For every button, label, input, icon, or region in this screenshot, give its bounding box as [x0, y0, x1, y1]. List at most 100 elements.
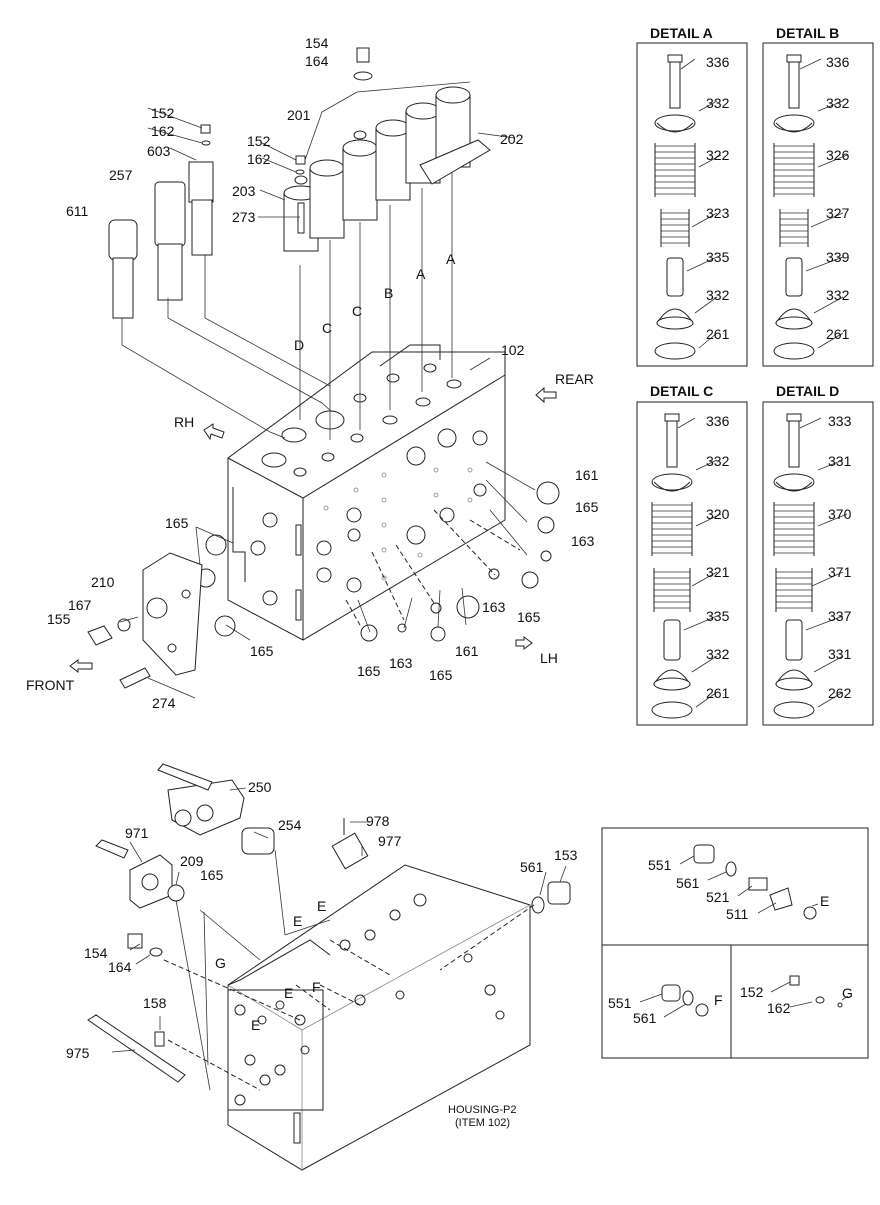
part-number: 978 — [366, 813, 390, 829]
part-number: 165 — [165, 515, 189, 531]
section-label: C — [352, 303, 362, 319]
section-label: B — [384, 285, 393, 301]
detail-d-parts — [773, 413, 848, 719]
housing-dashes — [163, 904, 535, 1091]
part-number: 370 — [828, 506, 852, 522]
part-number: 273 — [232, 209, 256, 225]
part-number: 153 — [554, 847, 578, 863]
ref-letter: G — [842, 985, 853, 1001]
part-number: 603 — [147, 143, 171, 159]
part-number: 332 — [706, 453, 730, 469]
part-number: 977 — [378, 833, 402, 849]
housing-caption-item: (ITEM 102) — [455, 1117, 510, 1129]
ref-letter: F — [714, 992, 723, 1008]
detail-c-labels: 336 332 320 321 335 332 261 — [706, 413, 730, 701]
part-number: 332 — [706, 646, 730, 662]
housing-labels: 250 254 971 209 165 978 977 561 153 154 … — [66, 779, 578, 1129]
detail-d-labels: 333 331 370 371 337 331 262 — [828, 413, 852, 701]
part-number: 261 — [706, 685, 730, 701]
part-number: 321 — [706, 564, 730, 580]
part-number: 336 — [826, 54, 850, 70]
detail-a-parts — [654, 54, 722, 360]
part-number: 332 — [826, 287, 850, 303]
part-number: 551 — [608, 995, 632, 1011]
housing-view: 250 254 971 209 165 978 977 561 153 154 … — [66, 763, 578, 1171]
section-label: C — [322, 320, 332, 336]
part-number: 165 — [575, 499, 599, 515]
part-number: 261 — [826, 326, 850, 342]
direction-arrows — [69, 386, 557, 673]
part-number: 167 — [68, 597, 92, 613]
part-number: 332 — [706, 287, 730, 303]
detail-b-frame — [762, 42, 874, 367]
part-number: 102 — [501, 342, 525, 358]
part-number: 561 — [676, 875, 700, 891]
part-number: 165 — [357, 663, 381, 679]
part-number: 163 — [389, 655, 413, 671]
detail-c-title: DETAIL C — [650, 383, 713, 399]
part-number: 262 — [828, 685, 852, 701]
top-exploded-view: 154 164 201 202 152 162 603 152 162 257 … — [26, 35, 599, 711]
detail-panels: DETAIL A DETAIL B DETAIL C DETAIL D — [636, 25, 874, 726]
direction-label: REAR — [555, 371, 594, 387]
ref-letter: E — [293, 913, 302, 929]
o-rings-top — [117, 481, 560, 642]
detail-b-labels: 336 332 326 327 339 332 261 — [826, 54, 850, 342]
housing-parts — [87, 763, 571, 1083]
ref-letter: F — [312, 979, 321, 995]
relief-valves — [108, 47, 373, 319]
part-number: 335 — [706, 249, 730, 265]
part-number: 154 — [84, 945, 108, 961]
part-number: 161 — [575, 467, 599, 483]
valve-block-102 — [227, 344, 506, 641]
part-number: 326 — [826, 147, 850, 163]
part-number: 203 — [232, 183, 256, 199]
part-number: 521 — [706, 889, 730, 905]
part-number: 202 — [500, 131, 524, 147]
detail-a-frame — [636, 42, 748, 367]
part-number: 209 — [180, 853, 204, 869]
part-number: 165 — [517, 609, 541, 625]
part-number: 152 — [151, 105, 175, 121]
section-label: A — [446, 251, 456, 267]
part-number: 274 — [152, 695, 176, 711]
part-number: 163 — [482, 599, 506, 615]
part-number: 975 — [66, 1045, 90, 1061]
ref-letter: E — [317, 898, 326, 914]
leader-lines — [119, 81, 536, 699]
detail-c-parts — [651, 413, 722, 719]
part-number: 162 — [767, 1000, 791, 1016]
part-number: 210 — [91, 574, 115, 590]
part-number: 339 — [826, 249, 850, 265]
part-number: 335 — [706, 608, 730, 624]
part-number: 164 — [108, 959, 132, 975]
part-number: 332 — [706, 95, 730, 111]
part-number: 320 — [706, 506, 730, 522]
ref-letter: E — [284, 985, 293, 1001]
part-number: 333 — [828, 413, 852, 429]
part-number: 561 — [633, 1010, 657, 1026]
part-number: 152 — [247, 133, 271, 149]
part-number: 332 — [826, 95, 850, 111]
part-number: 261 — [706, 326, 730, 342]
part-number: 611 — [66, 203, 89, 219]
top-part-labels: 154 164 201 202 152 162 603 152 162 257 … — [26, 35, 599, 711]
detail-d-title: DETAIL D — [776, 383, 839, 399]
part-number: 971 — [125, 825, 149, 841]
part-number: 250 — [248, 779, 272, 795]
detail-a-title: DETAIL A — [650, 25, 713, 41]
part-number: 165 — [429, 667, 453, 683]
part-number: 152 — [740, 984, 764, 1000]
direction-label: FRONT — [26, 677, 75, 693]
detail-b-parts — [773, 54, 848, 360]
part-number: 257 — [109, 167, 133, 183]
part-number: 336 — [706, 54, 730, 70]
part-number: 254 — [278, 817, 302, 833]
part-number: 331 — [828, 453, 852, 469]
direction-label: LH — [540, 650, 558, 666]
part-number: 371 — [828, 564, 852, 580]
part-number: 165 — [250, 643, 274, 659]
part-number: 162 — [151, 123, 175, 139]
part-number: 161 — [455, 643, 479, 659]
